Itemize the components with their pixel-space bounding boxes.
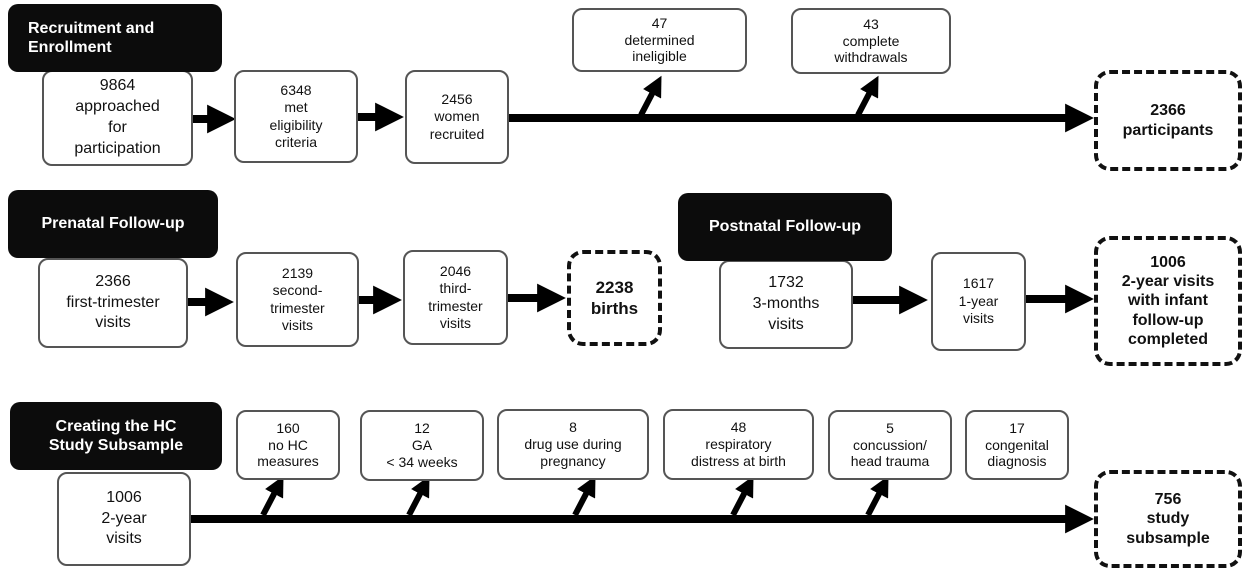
box-third-trimester: 2046 third- trimester visits [403,250,508,345]
section-header-postnatal: Postnatal Follow-up [678,193,892,261]
box-exclusion-5: 5 concussion/ head trauma [828,410,952,480]
count-exclusion: 8 [569,419,577,436]
count-subsample-start: 1006 [106,488,142,506]
label-one-year: 1-year visits [958,292,999,327]
label-third-trimester: third- trimester visits [428,280,483,331]
count-first-trimester: 2366 [95,272,131,290]
count-exclusion: 5 [886,419,894,436]
label-participants: participants [1122,121,1214,139]
label-births: births [590,299,639,318]
label-exclusion: congenital diagnosis [985,436,1049,470]
label-two-year: 2-year visits with infant follow-up comp… [1121,273,1215,348]
count-third-trimester: 2046 [439,262,472,279]
count-participants: 2366 [1150,101,1186,119]
box-exclusion-6: 17 congenital diagnosis [965,410,1069,480]
box-ineligible: 47 determined ineligible [572,8,747,72]
box-births: 2238 births [567,250,662,346]
label-exclusion: concussion/ head trauma [850,436,930,470]
count-exclusion: 12 [414,420,430,437]
arrow-to-exclusion-2 [406,475,430,517]
label-exclusion: no HC measures [257,436,319,470]
count-approached: 9864 [99,77,136,95]
box-exclusion-3: 8 drug use during pregnancy [497,409,649,480]
box-two-year: 1006 2-year visits with infant follow-up… [1094,236,1242,366]
count-eligible: 6348 [280,81,312,98]
box-exclusion-4: 48 respiratory distress at birth [663,409,814,480]
box-approached: 9864 approached for participation [42,70,193,166]
label-study-subsample: study subsample [1126,510,1210,547]
box-participants: 2366 participants [1094,70,1242,171]
count-two-year: 1006 [1150,254,1186,272]
count-study-subsample: 756 [1154,491,1182,509]
section-header-recruitment: Recruitment and Enrollment [8,4,222,72]
label-exclusion: respiratory distress at birth [691,436,786,469]
count-one-year: 1617 [962,275,995,292]
box-subsample-start: 1006 2-year visits [57,472,191,566]
label-eligible: met eligibility criteria [269,99,323,150]
count-second-trimester: 2139 [281,264,314,281]
label-exclusion: GA < 34 weeks [386,437,458,470]
box-exclusion-1: 160 no HC measures [236,410,340,480]
label-recruited: women recruited [429,108,485,142]
box-exclusion-2: 12 GA < 34 weeks [360,410,484,481]
arrow-to-withdrawals [855,75,879,117]
box-study-subsample: 756 study subsample [1094,470,1242,568]
count-exclusion: 160 [276,419,300,436]
box-second-trimester: 2139 second- trimester visits [236,252,359,347]
box-one-year: 1617 1-year visits [931,252,1026,351]
arrow-to-exclusion-4 [730,475,754,517]
label-exclusion: drug use during pregnancy [524,436,622,469]
count-recruited: 2456 [441,90,473,107]
count-three-month: 1732 [768,274,804,292]
box-recruited: 2456 women recruited [405,70,509,164]
label-second-trimester: second- trimester visits [270,282,325,333]
box-first-trimester: 2366 first-trimester visits [38,258,188,348]
arrow-to-exclusion-5 [865,475,889,517]
count-exclusion: 48 [730,419,747,436]
count-withdrawals: 43 [863,15,879,32]
box-three-month: 1732 3-months visits [719,260,853,349]
label-subsample-start: 2-year visits [101,509,147,548]
label-withdrawals: complete withdrawals [834,32,908,66]
label-ineligible: determined ineligible [624,31,695,65]
section-header-subsample: Creating the HC Study Subsample [10,402,222,470]
label-first-trimester: first-trimester visits [66,293,160,332]
count-births: 2238 [595,277,634,297]
count-ineligible: 47 [651,14,668,31]
box-withdrawals: 43 complete withdrawals [791,8,951,74]
label-three-month: 3-months visits [752,295,820,333]
arrow-to-exclusion-1 [260,475,284,517]
arrow-to-exclusion-3 [572,475,596,517]
arrow-to-ineligible [638,75,662,117]
count-exclusion: 17 [1009,419,1025,436]
box-eligible: 6348 met eligibility criteria [234,70,358,163]
label-approached: approached for participation [74,98,161,157]
section-header-prenatal: Prenatal Follow-up [8,190,218,258]
